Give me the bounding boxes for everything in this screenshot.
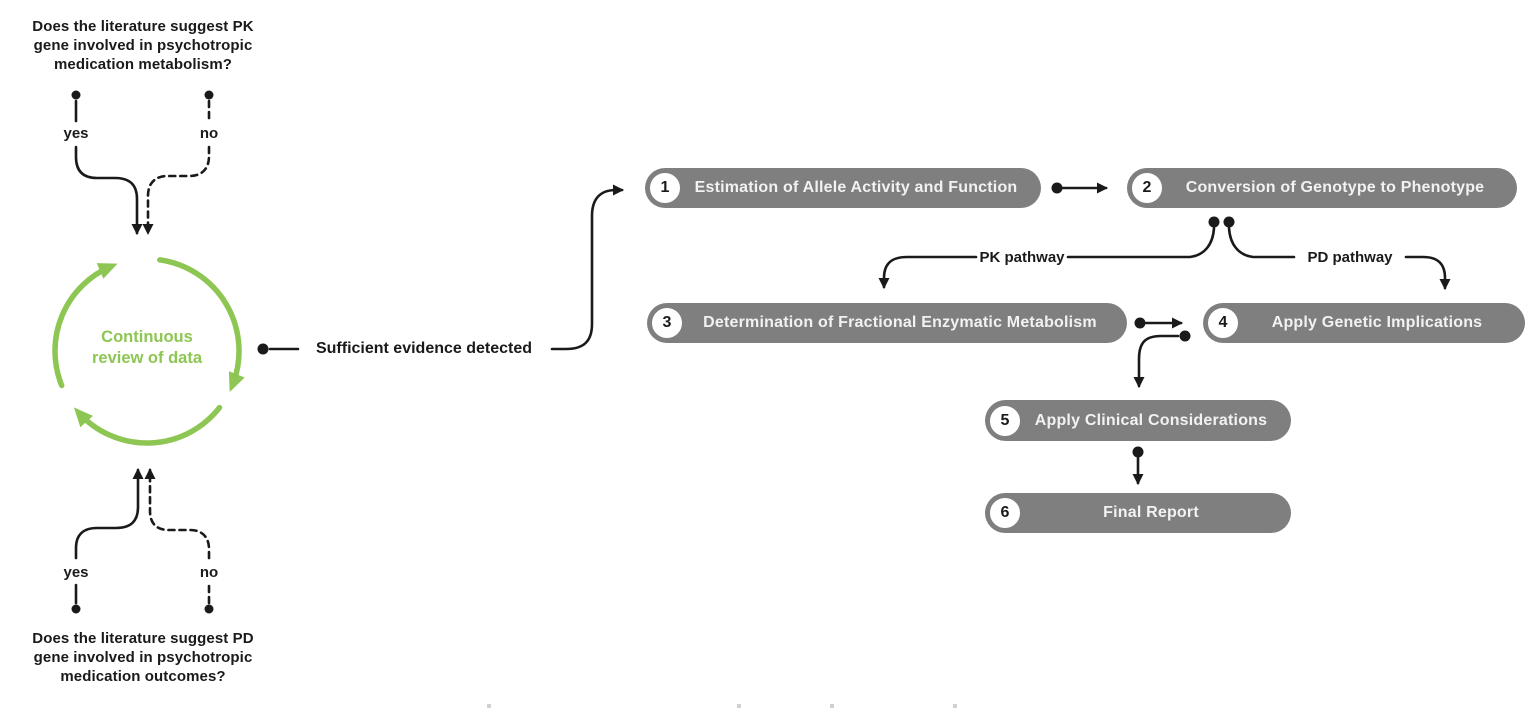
cropped-caption-mark: [487, 704, 491, 708]
step1-to-step2-arrow: [1051, 182, 1108, 194]
cropped-caption-mark: [953, 704, 957, 708]
pk-no-connector-arrow: [142, 90, 214, 235]
step5-to-step6-arrow: [1132, 446, 1144, 485]
cropped-caption-mark: [830, 704, 834, 708]
step-4-number-badge: 4: [1205, 305, 1241, 341]
step-4-label: Apply Genetic Implications: [1271, 314, 1483, 331]
pd-no-connector-arrow: [144, 468, 214, 614]
step-pill-6: 6 Final Report: [985, 493, 1291, 533]
pd-pathway-label: PD pathway: [1307, 249, 1393, 266]
pk-yes-connector-arrow: [71, 90, 143, 235]
pd-question: Does the literature suggest PD gene invo…: [8, 629, 278, 686]
pk-question-line2: gene involved in psychotropic: [33, 37, 253, 54]
step-pill-1: 1 Estimation of Allele Activity and Func…: [645, 168, 1041, 208]
step4-to-step5-arrow: [1133, 330, 1191, 388]
step-2-label: Conversion of Genotype to Phenotype: [1185, 179, 1485, 196]
continuous-review-line2: review of data: [91, 349, 203, 367]
pk-no-label: no: [199, 125, 219, 142]
evidence-label: Sufficient evidence detected: [315, 340, 533, 357]
pk-question-line3: medication metabolism?: [53, 56, 233, 73]
pk-pathway-connector-arrow: [878, 216, 1220, 289]
pk-question-line1: Does the literature suggest PK: [32, 18, 254, 35]
step-pill-4: 4 Apply Genetic Implications: [1203, 303, 1525, 343]
continuous-review-label: Continuous review of data: [62, 327, 232, 369]
pd-no-label: no: [199, 564, 219, 581]
pk-question: Does the literature suggest PK gene invo…: [8, 17, 278, 74]
step-3-number-badge: 3: [649, 305, 685, 341]
pd-yes-label: yes: [63, 564, 89, 581]
step3-to-step4-arrow: [1134, 317, 1183, 329]
continuous-review-line1: Continuous: [101, 328, 193, 346]
step-pill-3: 3 Determination of Fractional Enzymatic …: [647, 303, 1127, 343]
pd-pathway-connector-arrow: [1223, 216, 1451, 290]
step-1-label: Estimation of Allele Activity and Functi…: [694, 179, 1018, 196]
pk-yes-label: yes: [63, 125, 89, 142]
step-pill-5: 5 Apply Clinical Considerations: [985, 400, 1291, 441]
step-2-number-badge: 2: [1129, 170, 1165, 206]
cropped-caption-mark: [737, 704, 741, 708]
pd-yes-connector-arrow: [71, 468, 144, 614]
step-3-label: Determination of Fractional Enzymatic Me…: [703, 314, 1097, 331]
step-pill-2: 2 Conversion of Genotype to Phenotype: [1127, 168, 1517, 208]
step-1-number-badge: 1: [647, 170, 683, 206]
step-6-number-badge: 6: [987, 495, 1023, 531]
evidence-connector-arrow: [257, 184, 624, 355]
step-5-label: Apply Clinical Considerations: [1034, 411, 1268, 429]
pd-question-line1: Does the literature suggest PD: [32, 630, 254, 647]
pk-pathway-label: PK pathway: [979, 249, 1065, 266]
pd-question-line2: gene involved in psychotropic: [33, 649, 253, 666]
step-6-label: Final Report: [1103, 504, 1199, 521]
pd-question-line3: medication outcomes?: [60, 668, 226, 685]
step-5-number-badge: 5: [987, 402, 1023, 439]
continuous-review-cycle-icon: [52, 257, 245, 446]
